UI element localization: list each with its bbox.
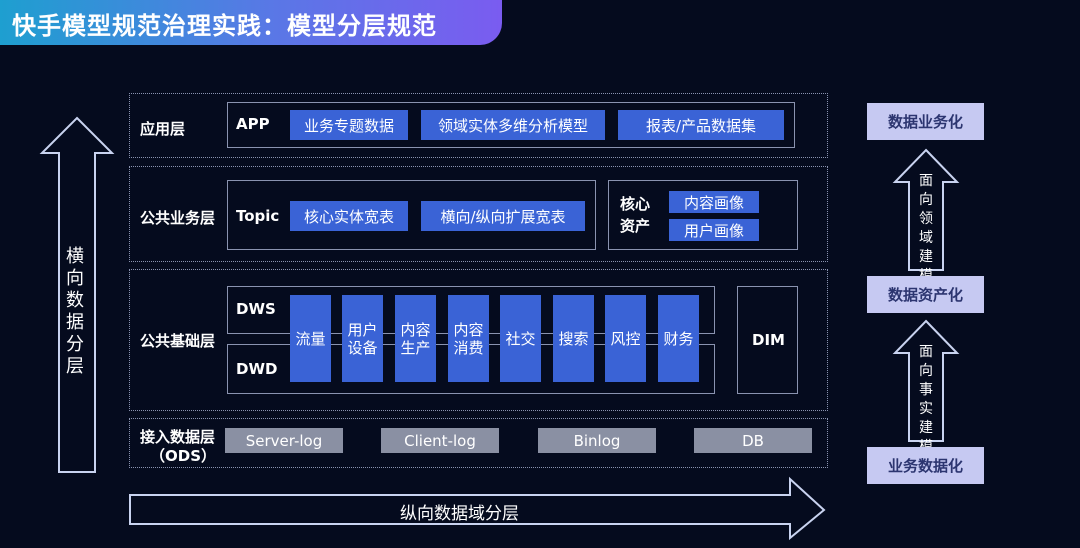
app-layer: 应用层 APP 业务专题数据 领域实体多维分析模型 报表/产品数据集 xyxy=(129,93,828,158)
dwd-tag: DWD xyxy=(236,360,278,378)
dim-box: DIM xyxy=(737,286,798,394)
domain-finance: 财务 xyxy=(658,295,699,382)
core-assets-label: 核心资产 xyxy=(619,195,650,235)
vertical-domain-label: 纵向数据域分层 xyxy=(400,504,519,524)
domain-user-device: 用户设备 xyxy=(342,295,383,382)
core-assets-box: 核心资产 内容画像 用户画像 xyxy=(608,180,798,250)
ods-layer-sublabel: （ODS） xyxy=(150,447,217,465)
fact-modeling-arrow xyxy=(892,319,960,442)
source-server-log: Server-log xyxy=(225,428,343,453)
common-base-layer: 公共基础层 DWS DWD 流量 用户设备 内容生产 内容消费 社交 搜索 风控… xyxy=(129,269,828,411)
core-asset-user-profile: 用户画像 xyxy=(669,219,759,241)
dws-tag: DWS xyxy=(236,300,276,318)
title-banner: 快手模型规范治理实践：模型分层规范 xyxy=(0,0,502,45)
topic-tag: Topic xyxy=(236,207,280,225)
app-layer-label: 应用层 xyxy=(140,120,186,138)
fact-modeling-label: 面向事实建模 xyxy=(919,344,933,455)
app-item-report-dataset: 报表/产品数据集 xyxy=(618,110,784,140)
domain-modeling-label: 面向领域建模 xyxy=(919,173,933,284)
common-base-layer-label: 公共基础层 xyxy=(140,332,216,350)
domain-social: 社交 xyxy=(500,295,541,382)
topic-box: Topic 核心实体宽表 横向/纵向扩展宽表 xyxy=(227,180,596,250)
app-item-domain-model: 领域实体多维分析模型 xyxy=(421,110,605,140)
core-asset-content-profile: 内容画像 xyxy=(669,191,759,213)
domain-modeling-arrow xyxy=(892,148,960,271)
business-data-box: 业务数据化 xyxy=(867,447,984,484)
data-asset-box: 数据资产化 xyxy=(867,276,984,313)
app-item-topic-data: 业务专题数据 xyxy=(290,110,408,140)
common-business-layer: 公共业务层 Topic 核心实体宽表 横向/纵向扩展宽表 核心资产 内容画像 用… xyxy=(129,166,828,262)
source-client-log: Client-log xyxy=(381,428,499,453)
horizontal-layering-label: 横向数据分层 xyxy=(66,246,84,377)
domain-search: 搜索 xyxy=(553,295,594,382)
ods-layer: 接入数据层 （ODS） Server-log Client-log Binlog… xyxy=(129,418,828,468)
app-box: APP 业务专题数据 领域实体多维分析模型 报表/产品数据集 xyxy=(227,102,795,148)
topic-item-extended-wide-table: 横向/纵向扩展宽表 xyxy=(421,201,585,231)
source-db: DB xyxy=(694,428,812,453)
domain-traffic: 流量 xyxy=(290,295,331,382)
app-tag: APP xyxy=(236,115,270,133)
common-business-layer-label: 公共业务层 xyxy=(140,209,216,227)
dim-tag: DIM xyxy=(752,331,785,349)
domain-content-production: 内容生产 xyxy=(395,295,436,382)
domain-risk-control: 风控 xyxy=(605,295,646,382)
page-title: 快手模型规范治理实践：模型分层规范 xyxy=(12,12,437,40)
horizontal-layering-arrow xyxy=(39,116,115,473)
domain-content-consumption: 内容消费 xyxy=(448,295,489,382)
source-binlog: Binlog xyxy=(538,428,656,453)
ods-layer-label: 接入数据层 xyxy=(140,428,216,446)
data-business-box: 数据业务化 xyxy=(867,103,984,140)
vertical-domain-arrow xyxy=(129,476,826,541)
topic-item-core-wide-table: 核心实体宽表 xyxy=(290,201,408,231)
